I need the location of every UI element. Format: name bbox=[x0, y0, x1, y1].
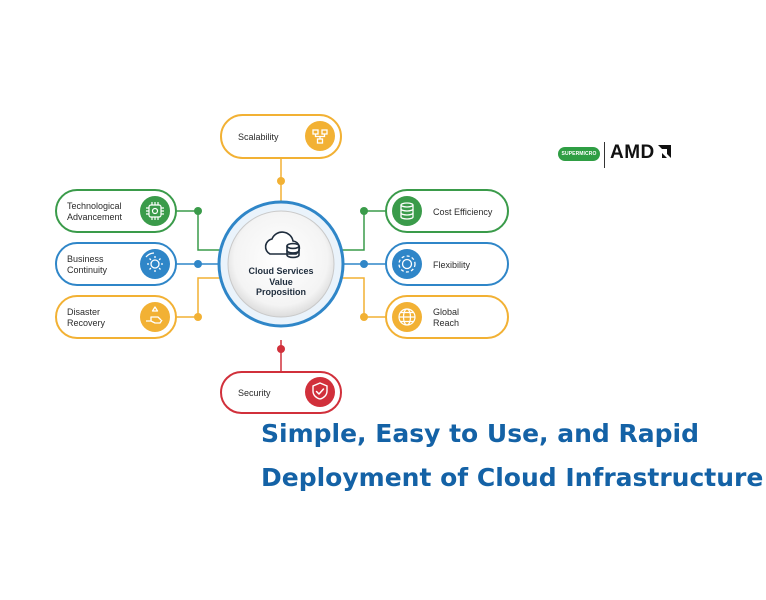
node-technological-advancement-line-1: Technological bbox=[67, 201, 122, 211]
headline-line-1: Simple, Easy to Use, and Rapid bbox=[261, 419, 699, 448]
dot-technological-advancement bbox=[194, 207, 202, 215]
connector-global-reach bbox=[336, 277, 386, 318]
dot-cost-efficiency bbox=[360, 207, 368, 215]
node-scalability-label: Scalability bbox=[238, 132, 279, 142]
node-technological-advancement[interactable]: Technological Advancement bbox=[55, 189, 177, 233]
node-global-reach[interactable]: Global Reach bbox=[385, 295, 509, 339]
connector-cost-efficiency bbox=[336, 210, 386, 251]
headline-line-2: Deployment of Cloud Infrastructure bbox=[261, 463, 764, 492]
node-flexibility-label: Flexibility bbox=[433, 260, 471, 270]
node-business-continuity[interactable]: Business Continuity bbox=[55, 242, 177, 286]
center-title-line-1: Cloud Services bbox=[248, 266, 313, 276]
center-title-line-2: Value bbox=[269, 277, 293, 287]
dot-global-reach bbox=[360, 313, 368, 321]
gear-icon bbox=[392, 249, 422, 279]
hand-rescue-icon bbox=[140, 302, 170, 332]
node-technological-advancement-line-2: Advancement bbox=[67, 212, 123, 222]
node-disaster-recovery-line-1: Disaster bbox=[67, 307, 100, 317]
central-hub: Cloud Services Value Proposition bbox=[217, 200, 345, 328]
node-global-reach-line-1: Global bbox=[433, 307, 459, 317]
shield-check-icon bbox=[305, 377, 335, 407]
node-disaster-recovery[interactable]: Disaster Recovery bbox=[55, 295, 177, 339]
connector-dots bbox=[194, 177, 368, 353]
node-business-continuity-line-2: Continuity bbox=[67, 265, 108, 275]
dot-disaster-recovery bbox=[194, 313, 202, 321]
amd-logo-text: AMD bbox=[610, 142, 655, 163]
dot-business-continuity bbox=[194, 260, 202, 268]
dot-security bbox=[277, 345, 285, 353]
node-security[interactable]: Security bbox=[220, 371, 342, 414]
node-flexibility[interactable]: Flexibility bbox=[385, 242, 509, 286]
connector-technological-advancement bbox=[176, 210, 226, 251]
cloud-database-icon bbox=[264, 231, 301, 259]
partner-logos: SUPERMICRO AMD bbox=[558, 141, 688, 169]
scalability-network-icon bbox=[305, 121, 335, 151]
node-security-label: Security bbox=[238, 388, 271, 398]
chip-brain-icon bbox=[140, 196, 170, 226]
node-scalability[interactable]: Scalability bbox=[220, 114, 342, 159]
coin-stack-icon bbox=[392, 196, 422, 226]
node-global-reach-line-2: Reach bbox=[433, 318, 459, 328]
node-business-continuity-line-1: Business bbox=[67, 254, 104, 264]
amd-logo: AMD bbox=[610, 142, 672, 164]
dot-scalability bbox=[277, 177, 285, 185]
logo-divider bbox=[604, 142, 605, 168]
dot-flexibility bbox=[360, 260, 368, 268]
connector-disaster-recovery bbox=[176, 277, 226, 318]
amd-arrow-icon bbox=[657, 145, 671, 158]
node-cost-efficiency[interactable]: Cost Efficiency bbox=[385, 189, 509, 233]
globe-icon bbox=[392, 302, 422, 332]
gear-sync-icon bbox=[140, 249, 170, 279]
supermicro-logo: SUPERMICRO bbox=[558, 147, 600, 161]
node-disaster-recovery-line-2: Recovery bbox=[67, 318, 106, 328]
center-title-line-3: Proposition bbox=[256, 287, 306, 297]
node-cost-efficiency-label: Cost Efficiency bbox=[433, 207, 493, 217]
